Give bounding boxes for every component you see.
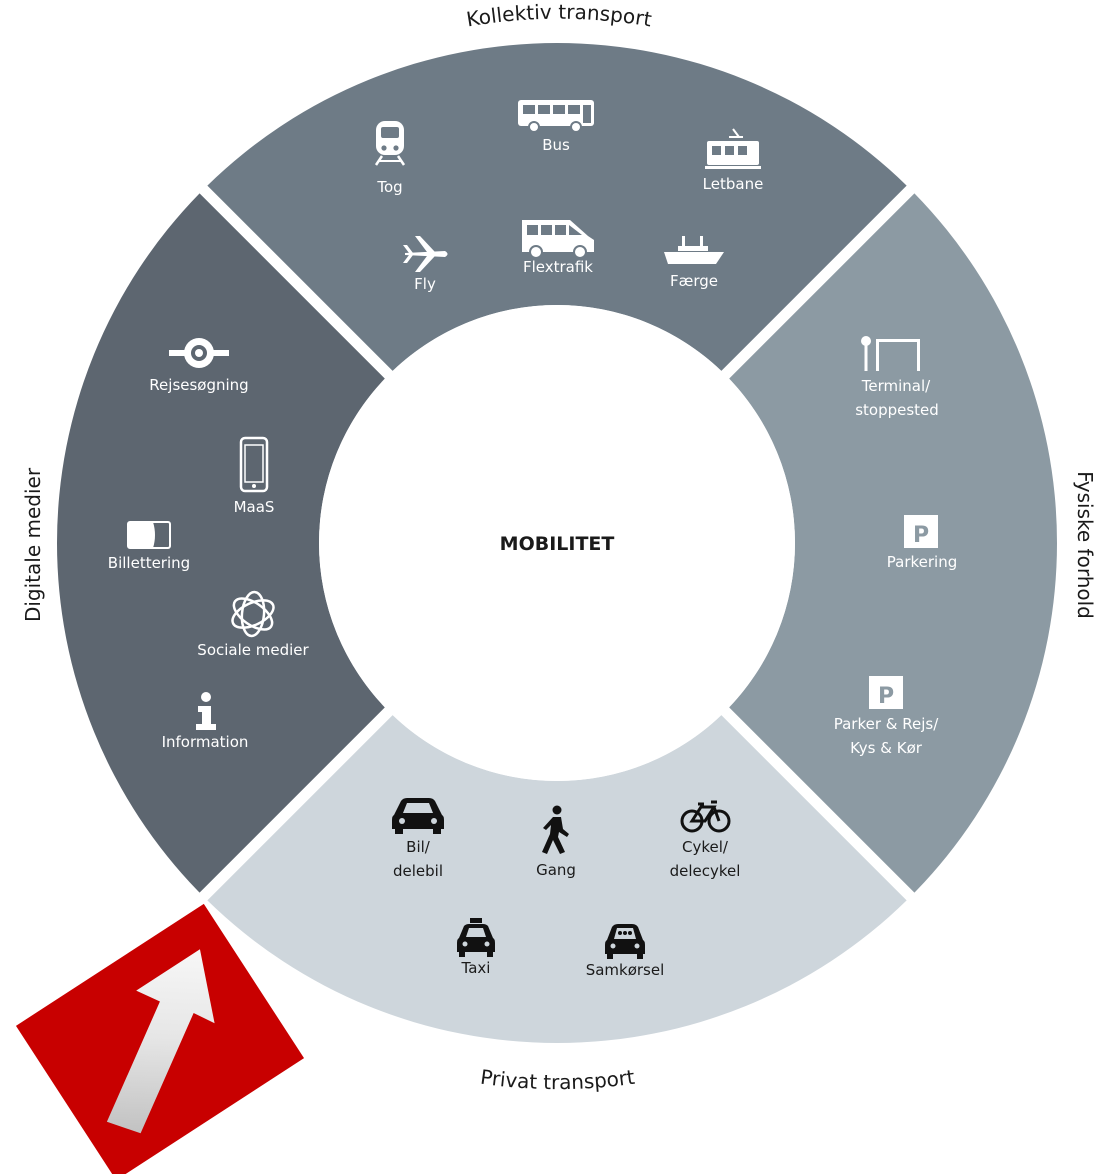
smartphone-icon: [239, 436, 269, 493]
label-flextrafik: Flextrafik: [523, 258, 593, 276]
terminal-stop-icon: [861, 336, 920, 371]
title-kollektiv-transport: Kollektiv transport: [465, 0, 654, 31]
label-rejsesogning: Rejsesøgning: [149, 376, 248, 394]
label-sociale-medier: Sociale medier: [197, 641, 309, 659]
social-media-icon: [231, 590, 275, 638]
label-tog: Tog: [376, 178, 402, 196]
bicycle-icon: [680, 800, 731, 833]
label-cykel-line1: Cykel/: [682, 838, 729, 856]
segment-digitale-medier: [56, 193, 385, 893]
label-parker-rejs-line1: Parker & Rejs/: [834, 715, 939, 733]
label-parker-rejs-line2: Kys & Kør: [850, 739, 923, 757]
airplane-icon: [403, 236, 448, 272]
label-gang: Gang: [536, 861, 576, 879]
title-fysiske-forhold: Fysiske forhold: [1073, 471, 1097, 619]
label-bil-line1: Bil/: [406, 838, 431, 856]
car-icon: [392, 798, 444, 834]
ferry-icon: [664, 236, 724, 264]
taxi-icon: [457, 918, 495, 957]
walking-icon: [542, 805, 569, 854]
title-privat-transport: Privat transport: [479, 1065, 636, 1095]
title-digitale-medier: Digitale medier: [21, 467, 45, 622]
info-icon: [196, 692, 216, 730]
label-faerge: Færge: [670, 272, 718, 290]
parking-icon: P: [904, 515, 938, 548]
van-icon: [522, 220, 594, 259]
ticket-card-icon: [127, 521, 171, 549]
tram-icon: [705, 128, 761, 169]
train-icon: [374, 121, 406, 166]
label-information: Information: [162, 733, 249, 751]
bus-icon: [518, 100, 594, 133]
label-terminal-line2: stoppested: [855, 401, 939, 419]
park-and-ride-icon: P: [869, 676, 903, 709]
label-letbane: Letbane: [703, 175, 764, 193]
label-taxi: Taxi: [461, 959, 491, 977]
label-maas: MaaS: [234, 498, 275, 516]
center-label: MOBILITET: [500, 533, 615, 555]
navigation-arrow-icon[interactable]: [15, 903, 305, 1174]
svg-text:P: P: [878, 684, 894, 709]
label-samkorsel: Samkørsel: [586, 961, 665, 979]
journey-search-icon: [169, 338, 229, 368]
svg-text:P: P: [913, 523, 929, 548]
segment-fysiske-forhold: [729, 193, 1057, 893]
center-circle: [319, 305, 795, 781]
label-billettering: Billettering: [108, 554, 190, 572]
label-bus: Bus: [542, 136, 570, 154]
carpool-icon: [605, 924, 645, 959]
label-terminal-line1: Terminal/: [861, 377, 931, 395]
label-cykel-line2: delecykel: [670, 862, 741, 880]
label-bil-line2: delebil: [393, 862, 443, 880]
label-fly: Fly: [414, 275, 436, 293]
segment-privat-transport: [207, 715, 907, 1043]
label-parkering: Parkering: [887, 553, 957, 571]
